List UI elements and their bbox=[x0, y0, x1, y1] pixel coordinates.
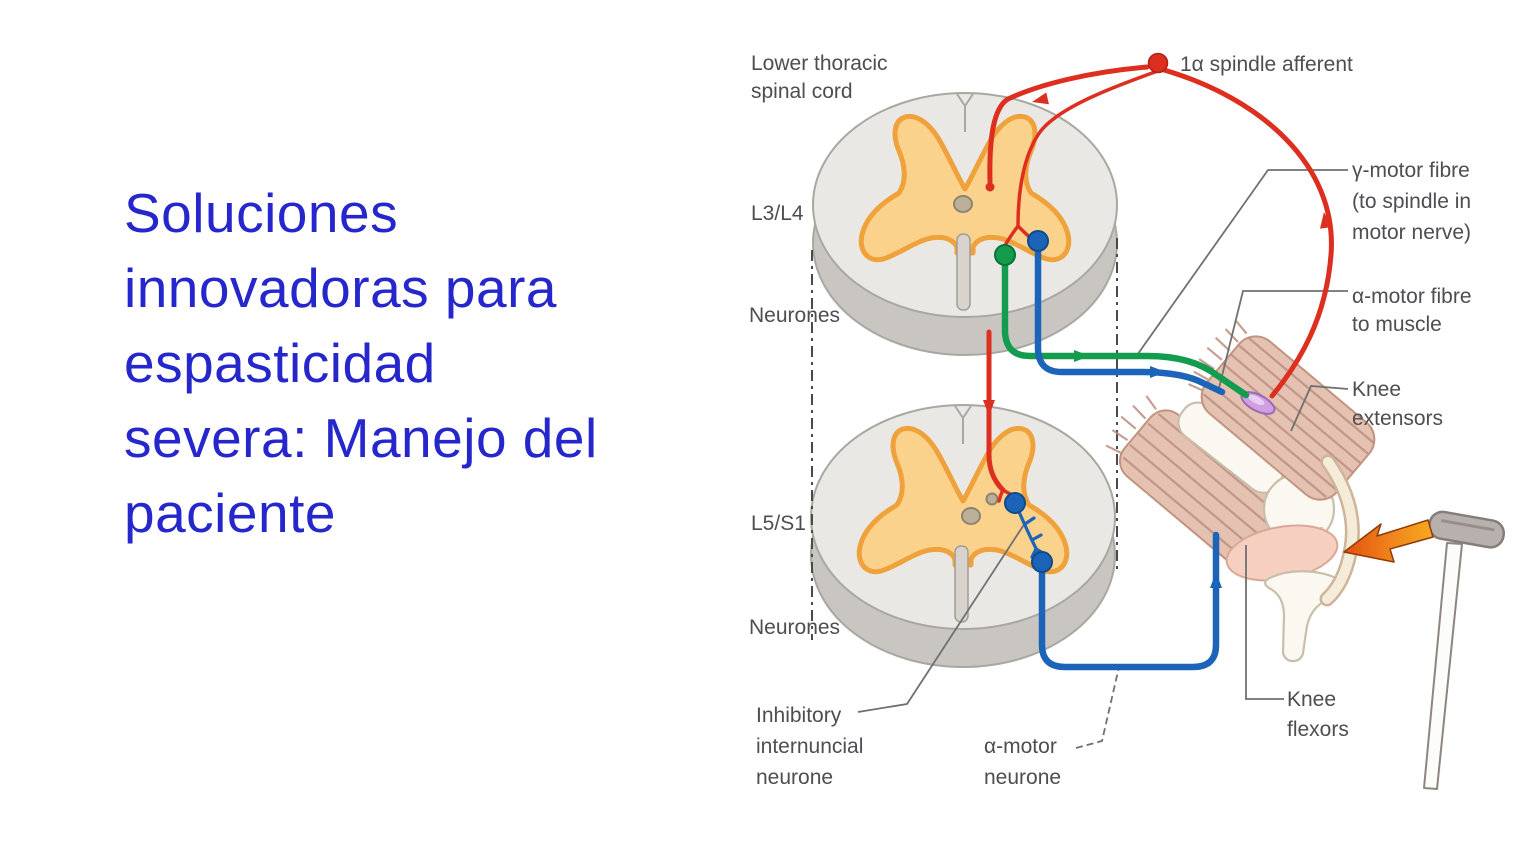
leader-inhibitory-neurone bbox=[857, 522, 1026, 713]
leader-alpha-motor-neurone bbox=[1075, 666, 1120, 749]
leader-knee-extensors bbox=[1290, 385, 1349, 432]
dorsal-root-ganglion-dot bbox=[1147, 52, 1169, 74]
title-line-2: innovadoras para bbox=[124, 257, 558, 319]
label-region-line1: Lower thoracic bbox=[751, 52, 888, 75]
label-alpha-fibre-line1: α-motor fibre bbox=[1352, 285, 1472, 308]
alpha-motor-pathway-extensor bbox=[1034, 240, 1226, 396]
label-knee-flexors-line2: flexors bbox=[1287, 718, 1349, 741]
leader-alpha-motor-fibre bbox=[1218, 290, 1348, 389]
gamma-arrowhead bbox=[1074, 350, 1090, 362]
cord-upper-ventral-fissure bbox=[956, 233, 971, 311]
slide-title: Soluciones innovadoras para espasticidad… bbox=[124, 176, 598, 551]
leader-knee-flexors bbox=[1245, 545, 1284, 700]
label-inhibitory-line2: internuncial bbox=[756, 735, 863, 758]
hammer-handle bbox=[1423, 542, 1463, 790]
title-line-4: severa: Manejo del bbox=[124, 407, 598, 469]
cord-upper-dorsal-notch bbox=[956, 93, 974, 132]
cord-lower-accessory-nucleus bbox=[985, 492, 999, 506]
interneurone-terminals bbox=[1023, 516, 1047, 559]
label-knee-extensors-line2: extensors bbox=[1352, 407, 1443, 430]
gamma-motor-fibre-path bbox=[1001, 254, 1250, 399]
gamma-motor-pathway bbox=[1001, 254, 1250, 399]
label-inhibitory-line1: Inhibitory bbox=[756, 704, 842, 727]
alpha-motor-fibre-flexor-path bbox=[1038, 531, 1220, 671]
diagram-labels: Lower thoracic spinal cord L3/L4 Neurone… bbox=[749, 52, 1472, 789]
label-gamma-line1: γ-motor fibre bbox=[1352, 159, 1470, 182]
afferent-arc-from-spindle bbox=[1161, 67, 1334, 399]
label-knee-flexors-line1: Knee bbox=[1287, 688, 1336, 711]
afferent-terminal-knob bbox=[985, 182, 995, 192]
cord-lower-dorsal-notch bbox=[954, 405, 972, 444]
spinal-cord-section-upper bbox=[812, 92, 1118, 356]
cord-upper-central-canal bbox=[953, 195, 973, 213]
label-gamma-line3: motor nerve) bbox=[1352, 221, 1471, 244]
label-neurones-upper: Neurones bbox=[749, 304, 840, 327]
spinal-cord-section-lower bbox=[810, 404, 1116, 668]
flexor-arrowhead bbox=[1210, 572, 1222, 588]
hammer-head bbox=[1428, 510, 1506, 549]
alpha-motor-fibre-path bbox=[1034, 240, 1226, 396]
afferent-entry-branch-lateral bbox=[1016, 70, 1157, 228]
inhibitory-flexor-pathway bbox=[1004, 492, 1222, 671]
reflex-hammer bbox=[1423, 510, 1506, 790]
label-level-lower: L5/S1 bbox=[751, 512, 806, 535]
title-line-1: Soluciones bbox=[124, 182, 399, 244]
label-knee-extensors-line1: Knee bbox=[1352, 378, 1401, 401]
cord-lower-ventral-fissure bbox=[954, 545, 969, 623]
leader-gamma-motor-fibre bbox=[1134, 169, 1348, 359]
afferent-descending-branch bbox=[986, 329, 1006, 493]
knee-anatomy bbox=[1105, 320, 1376, 663]
label-spindle-afferent: 1α spindle afferent bbox=[1180, 53, 1353, 76]
label-alpha-fibre-line2: to muscle bbox=[1352, 313, 1442, 336]
tendon-tap-arrow bbox=[1343, 519, 1434, 563]
label-neurones-lower: Neurones bbox=[749, 616, 840, 639]
label-inhibitory-line3: neurone bbox=[756, 766, 833, 789]
label-alpha-neurone-line1: α-motor bbox=[984, 735, 1057, 758]
label-level-upper: L3/L4 bbox=[751, 202, 804, 225]
leader-lines bbox=[857, 169, 1349, 749]
title-line-3: espasticidad bbox=[124, 332, 436, 394]
title-line-5: paciente bbox=[124, 482, 336, 544]
gamma-motor-neurone-soma bbox=[994, 244, 1016, 266]
label-gamma-line2: (to spindle in bbox=[1352, 190, 1471, 213]
afferent-entry-branch-medial bbox=[987, 64, 1150, 185]
label-alpha-neurone-line2: neurone bbox=[984, 766, 1061, 789]
label-region-line2: spinal cord bbox=[751, 80, 853, 103]
cord-lower-central-canal bbox=[961, 507, 981, 525]
alpha-motor-neurone-soma-upper bbox=[1027, 230, 1049, 252]
inhibitory-interneurone-soma bbox=[1004, 492, 1026, 514]
alpha-motor-neurone-soma-lower bbox=[1031, 551, 1053, 573]
